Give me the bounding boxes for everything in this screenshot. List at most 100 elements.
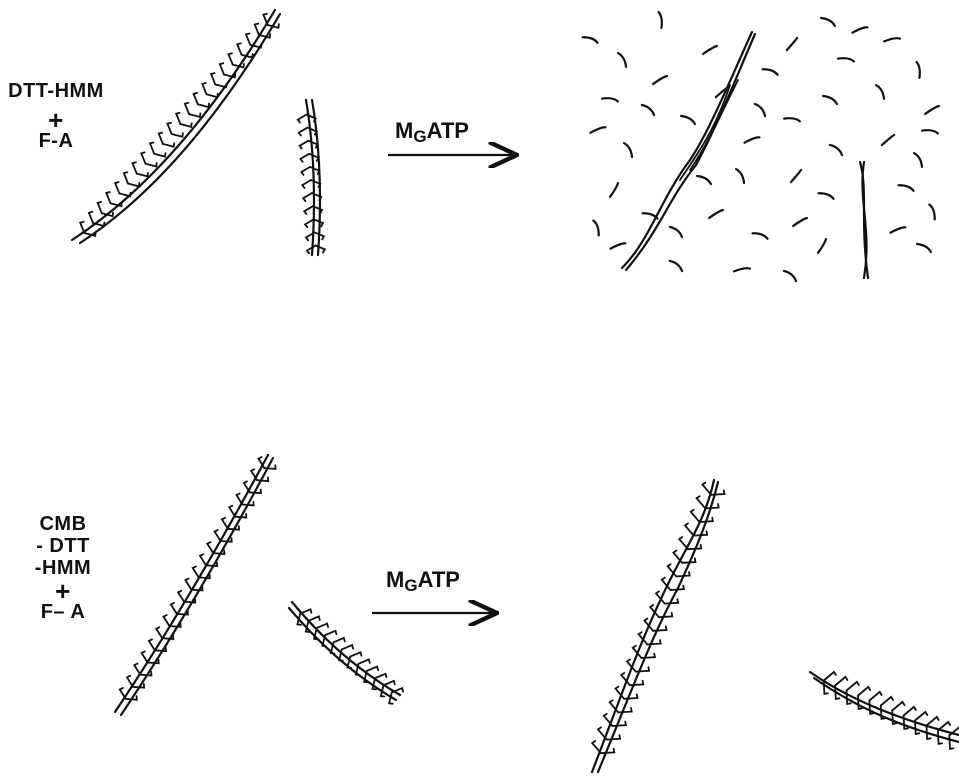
top-long-decorated-filament — [72, 10, 280, 243]
myosin-fragment — [709, 210, 723, 218]
myosin-fragment — [670, 261, 682, 271]
myosin-head-barb — [163, 143, 174, 147]
top-short-decorated-filament — [298, 100, 325, 255]
myosin-head-barb — [685, 523, 694, 535]
myosin-head-barb — [642, 654, 655, 658]
myosin-head-barb — [301, 167, 310, 175]
myosin-head-barb — [697, 496, 706, 508]
myosin-head-barb — [630, 681, 643, 685]
bottom-short-decorated-filament — [289, 602, 403, 704]
myosin-fragment — [734, 268, 750, 271]
myosin-head-barb — [679, 537, 688, 549]
myosin-fragment — [745, 137, 760, 142]
myosin-head-barb — [134, 664, 140, 675]
myosin-head-barb — [303, 193, 312, 201]
myosin-head-barb — [702, 483, 711, 495]
myosin-head-barb — [598, 727, 607, 739]
myosin-head-barb — [325, 631, 336, 635]
myosin-head-barb — [120, 688, 126, 699]
myosin-fragment — [793, 218, 807, 226]
myosin-head-barb — [299, 128, 308, 136]
myosin-head-barb — [128, 183, 139, 187]
myosin-head-barb — [301, 154, 310, 162]
myosin-head-barb — [300, 141, 309, 149]
myosin-head-barb — [115, 182, 119, 193]
myosin-fragment — [753, 233, 768, 238]
myosin-head-barb — [881, 697, 893, 706]
myosin-head-barb — [711, 490, 724, 494]
myosin-head-barb — [636, 667, 649, 671]
myosin-head-barb — [904, 707, 916, 716]
myosin-head-barb — [858, 687, 870, 696]
myosin-head-barb — [869, 692, 881, 701]
bottom-right-long-decorated-filament — [592, 480, 725, 772]
myosin-head-barb — [154, 153, 165, 157]
myosin-head-barb — [176, 113, 180, 124]
myosin-head-barb — [688, 545, 701, 549]
myosin-head-barb — [124, 172, 128, 183]
myosin-head-barb — [233, 64, 244, 68]
myosin-head-barb — [222, 518, 228, 529]
myosin-head-barb — [927, 717, 939, 726]
bottom-long-decorated-filament — [115, 455, 276, 715]
myosin-head-barb — [309, 616, 320, 620]
myosin-head-barb — [314, 219, 323, 226]
myosin-head-barb — [892, 702, 904, 711]
myosin-head-barb — [316, 246, 325, 253]
myosin-head-barb — [171, 603, 177, 614]
myosin-head-barb — [220, 63, 224, 74]
myosin-head-barb — [207, 542, 213, 553]
myosin-fragment — [611, 243, 626, 248]
myosin-fragment — [818, 239, 826, 253]
myosin-fragment — [610, 183, 618, 197]
myosin-head-barb — [673, 551, 682, 563]
myosin-fragment — [917, 244, 931, 252]
myosin-head-barb — [127, 676, 133, 687]
myosin-head-barb — [244, 481, 250, 492]
myosin-fragment — [602, 98, 618, 101]
myosin-head-barb — [106, 192, 110, 203]
myosin-head-barb — [824, 672, 836, 681]
myosin-head-barb — [342, 645, 353, 649]
myosin-head-barb — [167, 123, 171, 134]
myosin-fragment — [853, 27, 868, 32]
myosin-head-barb — [682, 558, 695, 562]
myosin-head-barb — [915, 712, 927, 721]
myosin-head-barb — [384, 681, 395, 685]
myosin-fragment — [823, 96, 837, 104]
top-long-bare-filament — [622, 32, 755, 270]
myosin-head-barb — [297, 614, 301, 625]
myosin-fragment — [819, 193, 834, 198]
myosin-head-barb — [375, 674, 386, 678]
myosin-fragment — [876, 85, 884, 99]
myosin-head-barb — [164, 615, 170, 626]
myosin-head-barb — [298, 115, 307, 123]
myosin-fragment — [917, 62, 920, 78]
myosin-head-barb — [137, 173, 148, 177]
myosin-head-barb — [229, 53, 233, 64]
myosin-fragment — [697, 176, 711, 184]
myosin-head-barb — [381, 685, 385, 696]
myosin-fragment — [882, 135, 894, 145]
myosin-head-barb — [310, 167, 319, 174]
myosin-fragment — [583, 37, 598, 42]
myosin-head-barb — [159, 133, 163, 144]
myosin-head-barb — [237, 494, 243, 505]
myosin-head-barb — [653, 626, 666, 630]
myosin-fragment — [624, 143, 632, 157]
myosin-head-barb — [172, 133, 183, 137]
myosin-fragment — [736, 169, 744, 183]
myosin-head-barb — [847, 691, 851, 704]
myosin-head-barb — [691, 510, 700, 522]
myosin-fragment — [755, 104, 765, 116]
myosin-head-barb — [255, 24, 259, 35]
myosin-head-barb — [133, 684, 144, 688]
bottom-right-short-decorated-filament — [810, 672, 959, 749]
myosin-fragments — [583, 12, 939, 281]
myosin-fragment — [891, 227, 906, 232]
myosin-head-barb — [149, 639, 155, 650]
myosin-fragment — [838, 58, 854, 61]
myosin-head-barb — [146, 163, 157, 167]
myosin-head-barb — [229, 506, 235, 517]
